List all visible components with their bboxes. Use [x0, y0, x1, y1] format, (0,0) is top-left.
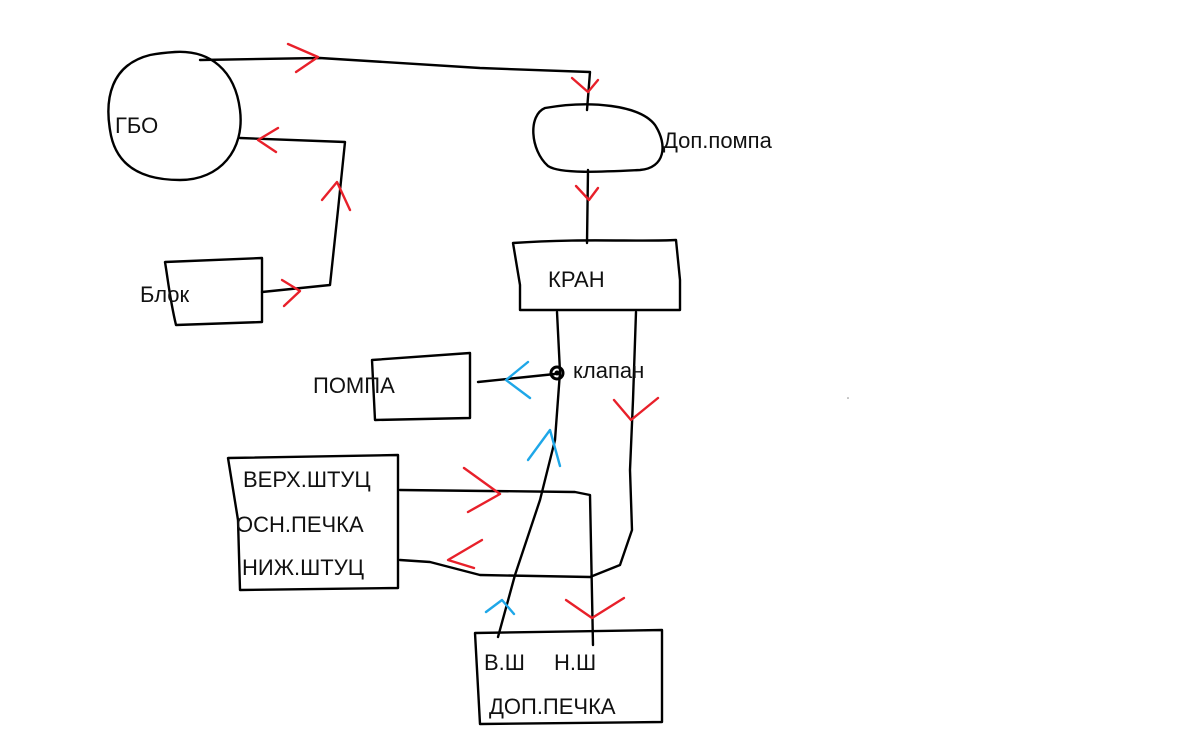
blue-arrow-toward-pompa — [504, 360, 532, 400]
line-blok-to-gbo — [238, 136, 347, 294]
red-arrow-into-dop-pompa — [570, 76, 600, 94]
label-pompa: ПОМПА — [313, 373, 395, 398]
line-klapan-to-pompa — [476, 372, 557, 384]
line-kran-right-down — [398, 310, 638, 579]
label-klapan: клапан — [573, 358, 644, 383]
red-arrow-dop-pompa-to-kran — [574, 184, 600, 202]
kran-shape — [511, 238, 682, 312]
klapan-valve-dot — [554, 370, 560, 376]
gbo-shape — [107, 50, 242, 182]
label-v-sh: В.Ш — [484, 650, 525, 675]
red-arrow-kran-right-down — [612, 396, 660, 422]
blue-arrow-up-from-vsh — [484, 598, 516, 616]
label-kran: КРАН — [548, 267, 605, 292]
dop-pechka-shape — [473, 628, 664, 726]
line-dop-pompa-to-kran — [585, 168, 590, 245]
label-gbo: ГБО — [115, 113, 158, 138]
label-verh-shtuc: ВЕРХ.ШТУЦ — [243, 467, 371, 492]
red-arrow-into-nsh — [564, 596, 626, 620]
blue-arrow-up-to-klapan — [526, 428, 562, 468]
label-dop-pompa: Доп.помпа — [663, 128, 773, 153]
label-blok: Блок — [140, 282, 190, 307]
stray-dot — [847, 397, 849, 399]
red-arrow-into-nizh-shtuc — [446, 538, 484, 570]
blok-shape — [163, 256, 264, 327]
line-gbo-to-dop-pompa — [198, 56, 592, 112]
line-verh-shtuc-to-nsh — [398, 488, 595, 647]
line-kran-left-to-dop-pechka — [496, 310, 562, 639]
label-osn-pechka: ОСН.ПЕЧКА — [236, 512, 364, 537]
label-nizh-shtuc: НИЖ.ШТУЦ — [242, 555, 364, 580]
red-arrow-blok-out — [280, 278, 302, 308]
klapan-valve-icon — [549, 365, 565, 381]
red-arrow-gbo-out — [286, 42, 320, 74]
red-arrow-return-up — [320, 180, 352, 212]
label-dop-pechka: ДОП.ПЕЧКА — [489, 694, 616, 719]
osn-pechka-shape — [226, 453, 400, 592]
pompa-shape — [370, 351, 472, 422]
red-arrow-into-gbo — [256, 126, 280, 154]
red-arrow-into-verh-shtuc-line — [462, 466, 502, 514]
label-n-sh: Н.Ш — [554, 650, 596, 675]
dop-pompa-shape — [532, 103, 664, 173]
